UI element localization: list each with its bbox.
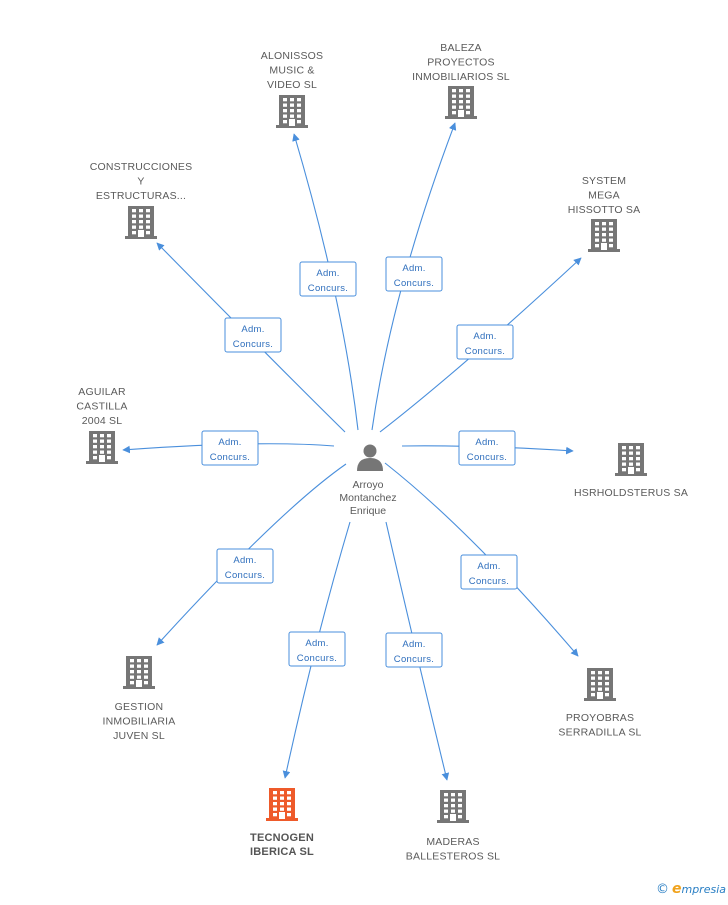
brand-name: mpresia <box>681 883 726 896</box>
company-name-maderas[interactable]: MADERAS <box>426 836 479 848</box>
company-name-maderas[interactable]: BALLESTEROS SL <box>406 851 500 863</box>
company-name-proyobras[interactable]: PROYOBRAS <box>566 712 634 724</box>
company-name-system-mega[interactable]: HISSOTTO SA <box>568 204 641 216</box>
relation-box[interactable]: Adm. Concurs. <box>299 261 357 297</box>
relation-text: Adm. <box>316 268 339 279</box>
relation-box[interactable]: Adm. Concurs. <box>458 430 516 466</box>
company-name-system-mega[interactable]: MEGA <box>588 190 620 202</box>
relation-box[interactable]: Adm. Concurs. <box>385 256 443 292</box>
company-name-aguilar[interactable]: 2004 SL <box>82 415 123 427</box>
copyright-icon: © <box>655 882 669 897</box>
company-name-proyobras[interactable]: SERRADILLA SL <box>558 727 641 739</box>
company-name-construcciones[interactable]: Y <box>137 176 144 188</box>
relation-text: Adm. <box>305 638 328 649</box>
company-name-construcciones[interactable]: ESTRUCTURAS... <box>96 190 186 202</box>
relation-text: Concurs. <box>469 576 509 587</box>
company-name-gestion[interactable]: GESTION <box>115 701 164 713</box>
relation-text: Concurs. <box>210 452 250 463</box>
company-name-hsrholdsterus[interactable]: HSRHOLDSTERUS SA <box>574 487 688 499</box>
relation-text: Concurs. <box>467 452 507 463</box>
relation-text: Adm. <box>241 324 264 335</box>
person-name[interactable]: Montanchez <box>339 492 396 504</box>
gestion-building-icon <box>123 656 155 689</box>
company-name-gestion[interactable]: JUVEN SL <box>113 730 165 742</box>
company-name-baleza[interactable]: BALEZA <box>440 42 481 54</box>
relation-box[interactable]: Adm. Concurs. <box>224 317 282 353</box>
relation-box[interactable]: Adm. Concurs. <box>460 554 518 590</box>
proyobras-building-icon <box>584 668 616 701</box>
relation-box[interactable]: Adm. Concurs. <box>385 632 443 668</box>
person-icon <box>357 444 383 471</box>
company-name-tecnogen[interactable]: IBERICA SL <box>250 846 314 858</box>
relation-text: Concurs. <box>394 278 434 289</box>
baleza-building-icon <box>445 86 477 119</box>
alonissos-building-icon <box>276 95 308 128</box>
relation-text: Concurs. <box>297 653 337 664</box>
relation-box[interactable]: Adm. Concurs. <box>201 430 259 466</box>
person-name[interactable]: Arroyo <box>353 479 384 491</box>
company-name-alonissos[interactable]: MUSIC & <box>269 65 314 77</box>
company-name-system-mega[interactable]: SYSTEM <box>582 175 626 187</box>
edge-construcciones <box>156 242 346 433</box>
company-name-aguilar[interactable]: CASTILLA <box>76 401 127 413</box>
company-name-gestion[interactable]: INMOBILIARIA <box>103 716 176 728</box>
construcciones-building-icon <box>125 206 157 239</box>
relation-text: Adm. <box>402 639 425 650</box>
relation-box[interactable]: Adm. Concurs. <box>216 548 274 584</box>
company-name-alonissos[interactable]: ALONISSOS <box>261 50 324 62</box>
relation-text: Concurs. <box>465 346 505 357</box>
company-name-tecnogen[interactable]: TECNOGEN <box>250 832 314 844</box>
relation-text: Adm. <box>218 437 241 448</box>
relation-box[interactable]: Adm. Concurs. <box>456 324 514 360</box>
relation-text: Adm. <box>473 331 496 342</box>
aguilar-building-icon <box>86 431 118 464</box>
relation-text: Concurs. <box>394 654 434 665</box>
system-mega-building-icon <box>588 219 620 252</box>
relation-text: Concurs. <box>225 570 265 581</box>
company-name-baleza[interactable]: INMOBILIARIOS SL <box>412 71 510 83</box>
relation-text: Adm. <box>233 555 256 566</box>
tecnogen-building-icon <box>266 788 298 821</box>
company-name-aguilar[interactable]: AGUILAR <box>78 386 126 398</box>
brand-e: e <box>671 881 682 897</box>
edge-proyobras <box>384 462 579 657</box>
relation-text: Adm. <box>475 437 498 448</box>
relation-box[interactable]: Adm. Concurs. <box>288 631 346 667</box>
relation-text: Concurs. <box>233 339 273 350</box>
relation-text: Adm. <box>402 263 425 274</box>
company-name-alonissos[interactable]: VIDEO SL <box>267 79 317 91</box>
hsrholdsterus-building-icon <box>615 443 647 476</box>
relation-text: Adm. <box>477 561 500 572</box>
person-name[interactable]: Enrique <box>350 505 386 517</box>
edge-gestion <box>156 463 347 646</box>
maderas-building-icon <box>437 790 469 823</box>
empresia-watermark: ©empresia <box>656 881 726 897</box>
company-name-construcciones[interactable]: CONSTRUCCIONES <box>90 161 193 173</box>
relation-text: Concurs. <box>308 283 348 294</box>
company-name-baleza[interactable]: PROYECTOS <box>427 57 495 69</box>
